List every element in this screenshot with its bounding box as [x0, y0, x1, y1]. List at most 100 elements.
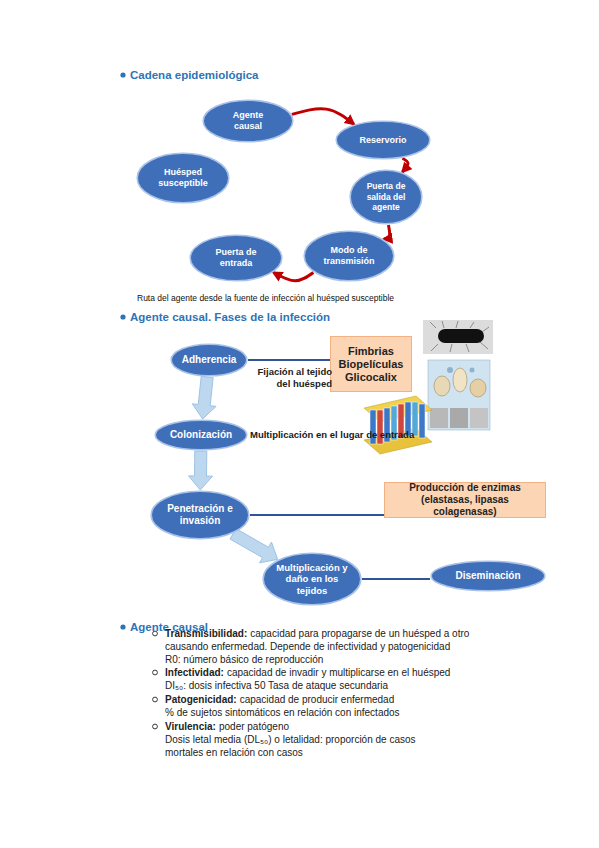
connector-line [248, 359, 330, 361]
text-line: Transmisibilidad:capacidad para propagar… [165, 627, 510, 653]
factor-box: Fimbrias Biopelículas Glicocalix [330, 336, 412, 392]
bullet [120, 624, 125, 629]
text-line: Cadena epidemiológica [130, 68, 430, 82]
text-line: Infectividad:capacidad de invadir y mult… [165, 666, 510, 679]
node-label: Puerta de entrada [206, 247, 266, 269]
node-label: Puerta de salida del agente [358, 181, 414, 213]
phase-ellipse: Colonización [154, 419, 248, 451]
text-line: Agente causal. Fases de la infección [130, 310, 450, 324]
text-line: Multiplicación en el lugar de entrada [250, 428, 470, 441]
text-line: % de sujetos sintomáticos en relación co… [165, 706, 510, 719]
term-label: Transmisibilidad: [165, 628, 247, 639]
ellipse-shape [263, 553, 361, 605]
edge-label: Fijación al tejido del huésped [248, 366, 332, 390]
cycle-arrow [402, 158, 408, 172]
bullet [120, 72, 125, 77]
factor-box: Producción de enzimas (elastasas, lipasa… [384, 482, 546, 518]
cycle-arrow [384, 225, 390, 239]
body-text: poder patógeno [219, 721, 289, 732]
node-text-wrap: Puerta de salida del agente [358, 181, 414, 213]
term-label: Patogenicidad: [165, 694, 237, 705]
phase-ellipse: Adherencia [170, 343, 248, 377]
node-text-wrap: Huésped susceptible [148, 167, 218, 189]
bacterium-micrograph [423, 320, 493, 354]
node-text-wrap: Adherencia [174, 354, 244, 366]
body-text: Dosis letal media (DL₅₀) o letalidad: pr… [165, 734, 416, 758]
node-label: Huésped susceptible [148, 167, 218, 189]
term-label: Infectividad: [165, 667, 224, 678]
body-text: capacidad de producir enfermedad [240, 694, 395, 705]
cycle-ellipse: Puerta de entrada [189, 234, 283, 282]
block-arrow [192, 376, 216, 419]
side-note: Multiplicación en el lugar de entrada [250, 429, 414, 440]
text-line: DI₅₀: dosis infectiva 50 Tasa de ataque … [165, 679, 510, 692]
membrane-illustration [364, 396, 432, 454]
connector-line [362, 578, 430, 580]
node-text-wrap: Producción de enzimas (elastasas, lipasa… [390, 482, 540, 518]
node-text-wrap: Multiplicación y daño en los tejidos [273, 562, 351, 597]
node-label: Colonización [159, 429, 243, 441]
block-arrow [230, 529, 278, 563]
ellipse-shape [190, 235, 282, 281]
cycle-ellipse: Agente causal [202, 99, 294, 143]
node-label: Fimbrias Biopelículas Glicocalix [333, 345, 409, 384]
bullet [120, 314, 125, 319]
node-label: Producción de enzimas (elastasas, lipasa… [390, 482, 540, 518]
node-text-wrap: Reservorio [348, 135, 418, 146]
cycle-arrow [273, 272, 313, 280]
ellipse-shape [171, 344, 247, 376]
node-text-wrap: Colonización [159, 429, 243, 441]
cycle-ellipse: Puerta de salida del agente [349, 169, 423, 225]
cycle-ellipse: Reservorio [335, 120, 431, 160]
node-label: Modo de transmisión [316, 245, 382, 267]
node-label: Multiplicación y daño en los tejidos [273, 562, 351, 597]
block-arrow [188, 451, 212, 490]
phase-ellipse: Multiplicación y daño en los tejidos [262, 552, 362, 606]
ellipse-shape [350, 170, 422, 224]
ellipse-shape [336, 121, 430, 159]
body-text: capacidad de invadir y multiplicarse en … [227, 667, 450, 678]
phase-ellipse: Diseminación [430, 560, 546, 592]
node-text-wrap: Penetración e invasión [164, 503, 236, 527]
node-text-wrap: Diseminación [438, 570, 538, 582]
sub-bullet [153, 697, 158, 702]
body-text: R0: número básico de reproducción [165, 654, 323, 665]
node-label: Diseminación [438, 570, 538, 582]
node-text-wrap: Agente causal [220, 110, 276, 132]
sub-bullet [153, 724, 158, 729]
ellipse-shape [304, 231, 394, 281]
body-text: % de sujetos sintomáticos en relación co… [165, 707, 400, 718]
body-text: DI₅₀: dosis infectiva 50 Tasa de ataque … [165, 680, 388, 691]
section-heading: Cadena epidemiológica [130, 69, 258, 81]
node-label: Agente causal [220, 110, 276, 132]
node-text-wrap: Fimbrias Biopelículas Glicocalix [333, 345, 409, 384]
term-label: Virulencia: [165, 721, 216, 732]
cycle-ellipse: Huésped susceptible [136, 152, 230, 204]
phase-ellipse: Penetración e invasión [150, 490, 250, 540]
ellipse-shape [155, 420, 247, 450]
text-line: R0: número básico de reproducción [165, 653, 510, 666]
node-label: Penetración e invasión [164, 503, 236, 527]
ellipse-shape [151, 491, 249, 539]
ellipse-shape [203, 100, 293, 142]
node-label: Reservorio [348, 135, 418, 146]
connector-line [250, 514, 384, 516]
biofilm-illustration [428, 360, 490, 430]
cycle-ellipse: Modo de transmisión [303, 230, 395, 282]
text-line: Patogenicidad:capacidad de producir enfe… [165, 693, 510, 706]
figure-caption: Ruta del agente desde la fuente de infec… [137, 293, 394, 304]
text-line: Dosis letal media (DL₅₀) o letalidad: pr… [165, 733, 450, 759]
ellipse-shape [137, 153, 229, 203]
cycle-arrow [292, 109, 354, 124]
sub-bullet [153, 670, 158, 675]
node-text-wrap: Modo de transmisión [316, 245, 382, 267]
section-heading: Agente causal. Fases de la infección [130, 311, 330, 323]
node-label: Adherencia [174, 354, 244, 366]
text-line: Virulencia:poder patógeno [165, 720, 510, 733]
node-text-wrap: Puerta de entrada [206, 247, 266, 269]
ellipse-shape [431, 561, 545, 591]
